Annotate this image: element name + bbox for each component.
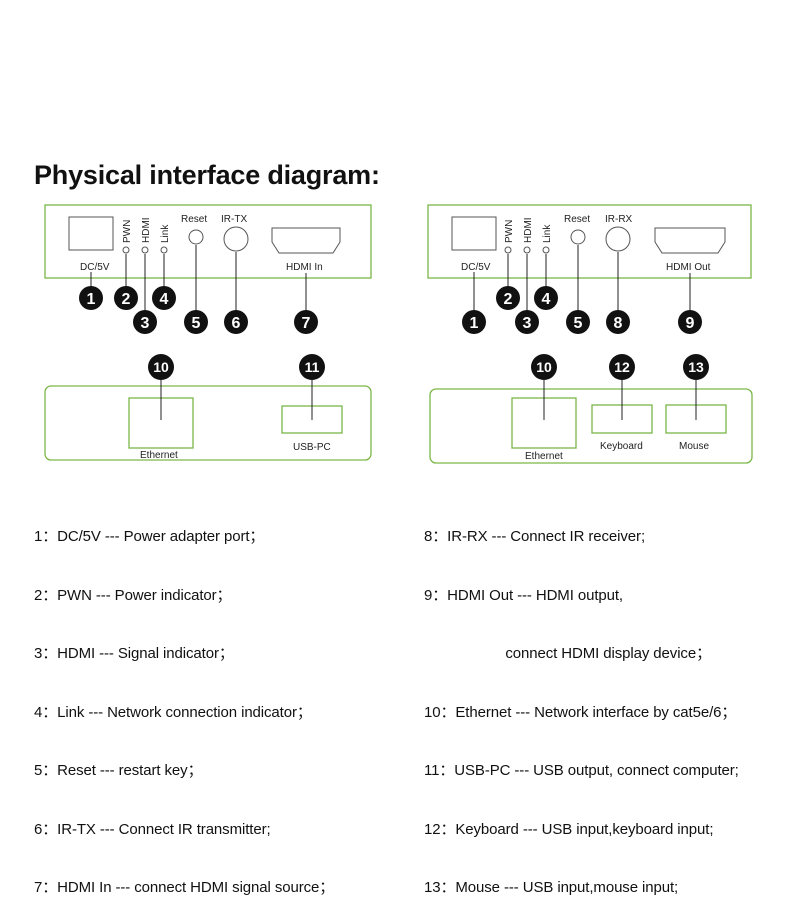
reset-button <box>188 229 204 245</box>
reset-button <box>570 229 586 245</box>
callout-badge: 2 <box>114 286 138 310</box>
panel-frame <box>44 204 372 279</box>
svg-text:5: 5 <box>192 315 201 332</box>
description-item: connect HDMI display device； <box>424 645 711 662</box>
panel-frame <box>44 385 372 461</box>
dc-port <box>68 216 114 251</box>
hdmi-port-label: HDMI Out <box>666 262 711 273</box>
svg-text:13: 13 <box>688 359 704 375</box>
callout-badge: 8 <box>606 310 630 334</box>
hdmi-label: HDMI <box>523 217 534 243</box>
hdmi-port <box>654 227 726 254</box>
panel-frame <box>429 388 753 464</box>
callout-badge: 4 <box>152 286 176 310</box>
description-item: 8：IR-RX --- Connect IR receiver; <box>424 528 646 545</box>
usb-pc-label: USB-PC <box>293 442 331 453</box>
svg-text:8: 8 <box>614 315 623 332</box>
dc-port <box>451 216 497 251</box>
mouse-label: Mouse <box>679 441 709 452</box>
dc-label: DC/5V <box>461 262 491 273</box>
link-led <box>160 246 168 254</box>
callout-badge: 12 <box>609 354 635 380</box>
svg-text:10: 10 <box>536 359 552 375</box>
reset-label: Reset <box>181 214 207 225</box>
hdmi-port-label: HDMI In <box>286 262 323 273</box>
description-item: 4：Link --- Network connection indicator； <box>34 703 312 721</box>
callout-badge: 3 <box>515 310 539 334</box>
callout-badge: 13 <box>683 354 709 380</box>
callout-badge: 4 <box>534 286 558 310</box>
description-item: 13：Mouse --- USB input,mouse input; <box>424 879 679 896</box>
callout-badge: 1 <box>462 310 486 334</box>
svg-text:2: 2 <box>122 291 131 308</box>
callout-badge: 11 <box>299 354 325 380</box>
description-item: 3：HDMI --- Signal indicator； <box>34 645 234 662</box>
svg-text:5: 5 <box>574 315 583 332</box>
svg-text:6: 6 <box>232 315 241 332</box>
svg-text:11: 11 <box>305 359 320 375</box>
dc-label: DC/5V <box>80 262 110 273</box>
pwn-label: PWN <box>504 220 515 243</box>
transmitter-front-panel <box>44 204 372 322</box>
svg-text:4: 4 <box>542 291 551 308</box>
svg-text:1: 1 <box>87 291 96 308</box>
svg-text:3: 3 <box>141 315 150 332</box>
pwn-label: PWN <box>122 220 133 243</box>
keyboard-label: Keyboard <box>600 441 643 452</box>
ir-port <box>223 226 249 252</box>
link-label: Link <box>542 224 553 243</box>
reset-label: Reset <box>564 214 590 225</box>
description-item: 6：IR-TX --- Connect IR transmitter; <box>34 820 271 838</box>
interface-diagram: DC/5V PWN HDMI Link Reset IR-TX HDMI In … <box>44 204 753 464</box>
badge-set: 1 2 3 4 5 6 7 1 2 3 4 5 8 9 10 11 10 12 … <box>79 286 709 380</box>
svg-text:2: 2 <box>504 291 513 308</box>
callout-badge: 10 <box>148 354 174 380</box>
ir-port <box>605 226 631 252</box>
callout-badge: 5 <box>566 310 590 334</box>
ir-label: IR-RX <box>605 214 633 225</box>
panel-frame <box>427 204 752 279</box>
receiver-back-panel <box>429 379 753 464</box>
hdmi-led <box>141 246 149 254</box>
callout-badge: 10 <box>531 354 557 380</box>
ir-label: IR-TX <box>221 214 247 225</box>
svg-text:1: 1 <box>470 315 479 332</box>
description-item: 2：PWN --- Power indicator； <box>34 586 232 604</box>
callout-badge: 7 <box>294 310 318 334</box>
svg-text:4: 4 <box>160 291 169 308</box>
page-title: Physical interface diagram: <box>34 160 380 190</box>
description-item: 5：Reset --- restart key； <box>34 762 203 779</box>
pwn-led <box>122 246 130 254</box>
transmitter-back-panel <box>44 379 372 461</box>
description-item: 9：HDMI Out --- HDMI output, <box>424 586 624 604</box>
callout-badge: 3 <box>133 310 157 334</box>
description-item: 7：HDMI In --- connect HDMI signal source… <box>34 879 335 896</box>
ethernet-label: Ethernet <box>525 451 563 462</box>
callout-badge: 1 <box>79 286 103 310</box>
hdmi-port <box>271 227 341 254</box>
pwn-led <box>504 246 512 254</box>
link-label: Link <box>160 224 171 243</box>
description-item: 1：DC/5V --- Power adapter port； <box>34 528 265 545</box>
ethernet-label: Ethernet <box>140 450 178 461</box>
svg-text:3: 3 <box>523 315 532 332</box>
svg-text:9: 9 <box>686 315 695 332</box>
callout-badge: 9 <box>678 310 702 334</box>
hdmi-led <box>523 246 531 254</box>
description-list-left: 1：DC/5V --- Power adapter port； 2：PWN --… <box>34 488 334 917</box>
hdmi-label: HDMI <box>141 217 152 243</box>
callout-badge: 6 <box>224 310 248 334</box>
callout-badge: 5 <box>184 310 208 334</box>
description-item: 10：Ethernet --- Network interface by cat… <box>424 703 737 721</box>
callout-badge: 2 <box>496 286 520 310</box>
description-item: 12：Keyboard --- USB input,keyboard input… <box>424 820 714 838</box>
svg-text:7: 7 <box>302 315 311 332</box>
svg-text:12: 12 <box>614 359 630 375</box>
link-led <box>542 246 550 254</box>
description-item: 11：USB-PC --- USB output, connect comput… <box>424 762 739 779</box>
svg-text:10: 10 <box>153 359 169 375</box>
description-list-right: 8：IR-RX --- Connect IR receiver; 9：HDMI … <box>424 488 739 917</box>
